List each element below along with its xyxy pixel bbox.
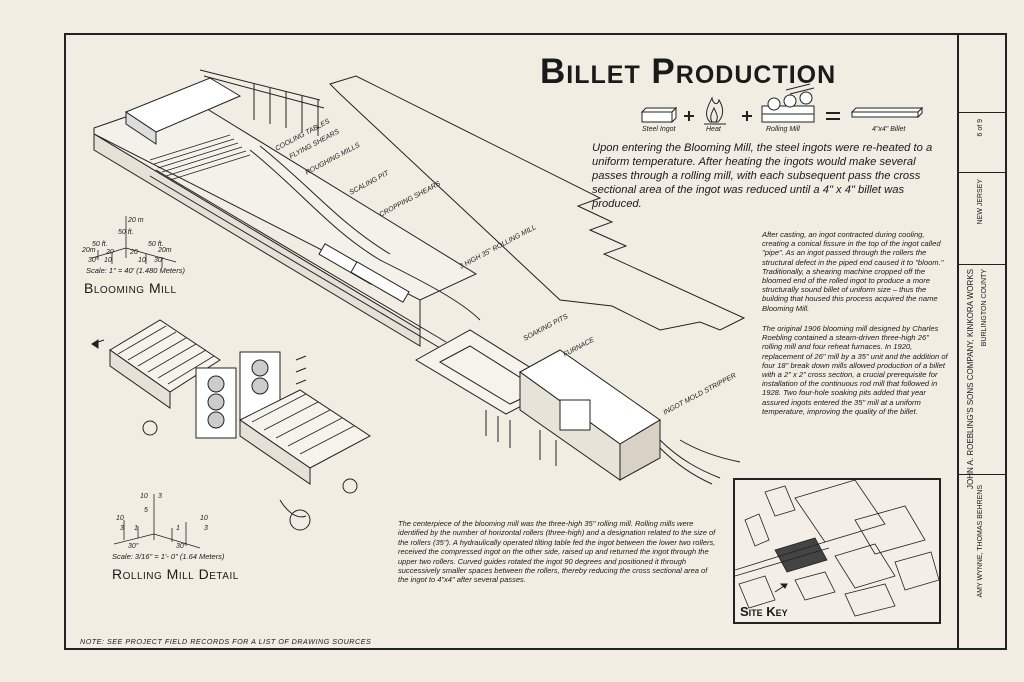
hydraulic-linkage <box>279 499 307 518</box>
roller-line-2 <box>155 169 447 343</box>
drawing-frame <box>64 33 959 650</box>
svg-text:10: 10 <box>140 493 148 500</box>
hydraulic-cylinder-3 <box>342 478 358 494</box>
north-arrow-icon <box>774 583 788 593</box>
entry-table-side <box>109 349 171 409</box>
direction-arrow-head <box>91 339 99 349</box>
ingot-mold-stripper <box>559 399 591 431</box>
svg-text:3: 3 <box>204 525 208 532</box>
equation-label-ingot: Steel Ingot <box>642 126 676 133</box>
support-posts <box>485 410 557 466</box>
rolling-mill-detail-label: Rolling Mill Detail <box>112 566 239 582</box>
cooling-table-rollers <box>149 134 251 181</box>
roof-trusses <box>253 84 319 136</box>
title-block: 6 of 9 NEW JERSEY JOHN A. ROEBLING'S SON… <box>959 33 1007 650</box>
svg-text:3: 3 <box>120 525 124 532</box>
crane-runway-2 <box>203 75 325 109</box>
rail-line-1 <box>659 439 721 479</box>
mill-roof-gable <box>125 111 157 145</box>
svg-text:20m: 20m <box>81 247 96 254</box>
roof-outline <box>329 75 746 331</box>
title-block-sheet-cell: 6 of 9 <box>959 113 1005 173</box>
rolling-scale-text: Scale: 3/16" = 1'- 0" (1.64 Meters) <box>112 552 225 561</box>
svg-text:10: 10 <box>200 515 208 522</box>
equation-label-billet: 4"x4" Billet <box>872 126 906 133</box>
control-levers <box>295 355 307 385</box>
svg-text:50 ft.: 50 ft. <box>92 241 108 248</box>
steel-ingot-icon <box>640 106 678 124</box>
intro-paragraph: Upon entering the Blooming Mill, the ste… <box>592 142 933 210</box>
equals-sign <box>826 112 840 120</box>
svg-text:50 ft.: 50 ft. <box>118 229 134 236</box>
title-block-project-cell: JOHN A. ROEBLING'S SONS COMPANY, KINKORA… <box>959 265 1005 489</box>
entry-table-rollers <box>117 325 215 385</box>
roller-line-1 <box>149 175 441 349</box>
rail-line-3 <box>679 439 741 463</box>
svg-text:20: 20 <box>129 249 138 256</box>
blooming-scale-text: Scale: 1" = 40' (1.480 Meters) <box>86 266 185 275</box>
svg-text:30': 30' <box>88 257 98 264</box>
furnace-end <box>619 419 661 481</box>
billet-icon <box>850 106 924 119</box>
svg-text:50 ft.: 50 ft. <box>148 241 164 248</box>
svg-text:30': 30' <box>154 257 164 264</box>
exit-table-rollers <box>251 393 355 455</box>
svg-text:10: 10 <box>138 257 146 264</box>
svg-text:1: 1 <box>134 525 138 532</box>
drawing-sources-note: NOTE: SEE PROJECT FIELD RECORDS FOR A LI… <box>80 637 372 646</box>
roller-middle <box>207 393 225 411</box>
title-block-logo-cell <box>959 35 1005 113</box>
title-block-state-cell: NEW JERSEY <box>959 173 1005 265</box>
site-key-label: Site Key <box>740 604 788 619</box>
roller-right-top <box>251 359 269 377</box>
flame-icon <box>704 96 726 125</box>
centerpiece-paragraph: The centerpiece of the blooming mill was… <box>398 519 716 585</box>
history-paragraph: The original 1906 blooming mill designed… <box>762 324 948 416</box>
pipe-paragraph: After casting, an ingot contracted durin… <box>762 230 944 313</box>
guide-curve-1 <box>249 149 481 321</box>
svg-text:20 m: 20 m <box>127 217 144 224</box>
guide-curve-2 <box>259 145 391 255</box>
rolling-mill-stands <box>318 243 410 303</box>
svg-text:3: 3 <box>158 493 162 500</box>
roller-right-middle <box>251 377 269 395</box>
svg-text:20m: 20m <box>157 247 172 254</box>
exit-table-side <box>239 419 311 485</box>
equation-label-rolling-mill: Rolling Mill <box>766 126 800 133</box>
svg-text:5: 5 <box>144 507 148 514</box>
roller-top <box>207 375 225 393</box>
svg-text:10: 10 <box>104 257 112 264</box>
plus-sign-2 <box>742 111 752 121</box>
rolling-mill-icon <box>761 83 815 123</box>
site-key-map <box>733 478 941 624</box>
svg-text:1: 1 <box>176 525 180 532</box>
crane-runway-1 <box>199 69 321 101</box>
hydraulic-cylinder-2 <box>289 509 311 531</box>
svg-text:30": 30" <box>128 543 139 550</box>
svg-text:20: 20 <box>105 249 114 256</box>
equation-label-heat: Heat <box>706 126 721 133</box>
rail-line-2 <box>659 447 713 485</box>
hydraulic-cylinder-1 <box>142 420 158 436</box>
site-key-plan <box>735 480 939 617</box>
svg-text:10: 10 <box>116 515 124 522</box>
blooming-mill-label: Blooming Mill <box>84 280 177 296</box>
plus-sign-1 <box>684 111 694 121</box>
page-title: Billet Production <box>540 52 837 91</box>
svg-text:30": 30" <box>176 543 187 550</box>
roller-bottom <box>207 411 225 429</box>
